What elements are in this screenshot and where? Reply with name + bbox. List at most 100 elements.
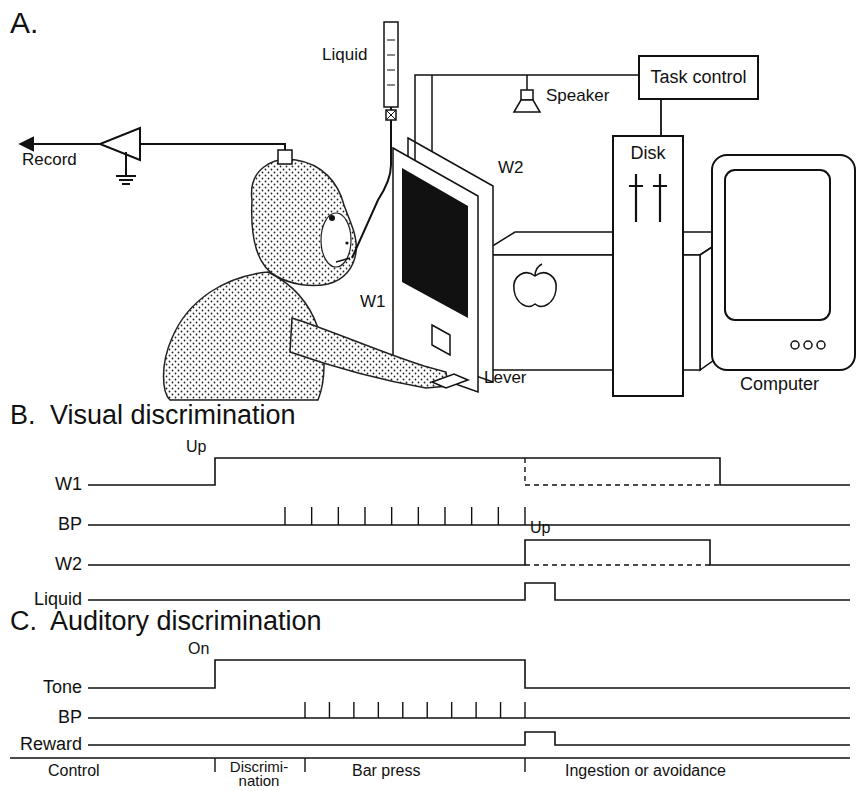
box-label: Disk (622, 143, 674, 164)
timing-traces (10, 458, 850, 772)
ground-wire (125, 152, 127, 176)
speaker-wire (526, 75, 528, 90)
event-tick (329, 702, 330, 718)
signal-name: W1 (2, 474, 82, 495)
signal-name: BP (2, 514, 82, 535)
record-arrow (20, 143, 100, 145)
event-label: Up (530, 519, 550, 537)
panel-letter: A. (10, 6, 38, 41)
monkey-arm (290, 318, 448, 388)
period-label: Discrimi- nation (222, 760, 296, 788)
dagger-symbol (629, 174, 643, 222)
event-tick (304, 758, 305, 772)
event-tick (524, 758, 525, 772)
graduation-mark (387, 85, 395, 86)
graduation-mark (387, 40, 395, 41)
apple-icon (514, 273, 556, 306)
part-label: Computer (740, 374, 819, 395)
computer-button (804, 341, 812, 349)
computer-button (817, 341, 825, 349)
apple-icon (535, 264, 542, 276)
monkey-nose (345, 241, 348, 244)
event-tick (475, 702, 476, 718)
speaker-icon (514, 100, 540, 112)
event-tick (500, 702, 501, 718)
disk-symbols (614, 170, 682, 240)
disk-unit: Disk (612, 135, 684, 397)
computer-screen (725, 170, 830, 320)
head-post (278, 150, 292, 164)
signal-name: BP (2, 707, 82, 728)
window-panel-w1 (393, 148, 478, 392)
event-tick (391, 507, 392, 525)
period-label: Control (48, 762, 100, 780)
panel-letter: B. (10, 400, 36, 431)
connector-line (660, 100, 662, 135)
liquid-reservoir (384, 22, 398, 107)
event-tick (418, 507, 419, 525)
graduation-mark (387, 70, 395, 71)
event-tick (378, 702, 379, 718)
monkey-head (252, 159, 357, 285)
computer-monitor (712, 155, 855, 370)
signal-trace (88, 660, 850, 688)
alternative-trace (525, 564, 710, 565)
part-label: Lever (484, 368, 527, 388)
signal-trace (88, 458, 850, 485)
panel-title: Auditory discrimination (50, 606, 322, 637)
event-label: On (188, 640, 209, 658)
part-label: Liquid (322, 45, 367, 65)
stimulus-window (402, 168, 468, 318)
graduation-mark (387, 55, 395, 56)
event-tick (364, 507, 365, 525)
monkey-eye (329, 215, 335, 221)
valve (386, 110, 396, 120)
computer-button (791, 341, 799, 349)
ground-symbol (116, 175, 136, 177)
event-tick (451, 702, 452, 718)
part-label: W2 (498, 158, 524, 178)
event-tick (353, 702, 354, 718)
event-tick (444, 507, 445, 525)
signal-name: W2 (2, 554, 82, 575)
panel-letter: C. (10, 606, 37, 637)
event-tick (304, 702, 305, 718)
valve (386, 110, 396, 120)
event-tick (524, 702, 525, 718)
signal-name: Reward (2, 734, 82, 755)
signal-trace (10, 757, 850, 759)
liquid-tube (352, 120, 391, 258)
signal-name: Tone (2, 677, 82, 698)
event-tick (524, 507, 525, 525)
event-tick (338, 507, 339, 525)
response-key (432, 325, 450, 355)
event-tick (427, 702, 428, 718)
event-label: Up (186, 438, 206, 456)
part-label: Speaker (546, 86, 609, 106)
signal-trace (88, 717, 850, 719)
period-label: Bar press (352, 762, 420, 780)
control-wire (415, 75, 638, 160)
event-tick (402, 702, 403, 718)
signal-trace (88, 524, 850, 526)
control-wire (431, 75, 433, 151)
signal-trace (88, 583, 850, 600)
box-label: Task control (650, 67, 746, 88)
event-tick (214, 758, 215, 772)
monkey-face (321, 213, 351, 267)
signal-trace (88, 732, 850, 745)
ground-symbol (119, 179, 133, 181)
table-top (478, 232, 735, 255)
lever (432, 374, 468, 388)
amplifier-symbol (100, 128, 140, 160)
event-tick (498, 507, 499, 525)
part-label: Record (22, 150, 77, 170)
control-box: Task control (638, 55, 759, 100)
alternative-trace (525, 458, 720, 485)
panel-title: Visual discrimination (50, 400, 296, 431)
event-tick (311, 507, 312, 525)
